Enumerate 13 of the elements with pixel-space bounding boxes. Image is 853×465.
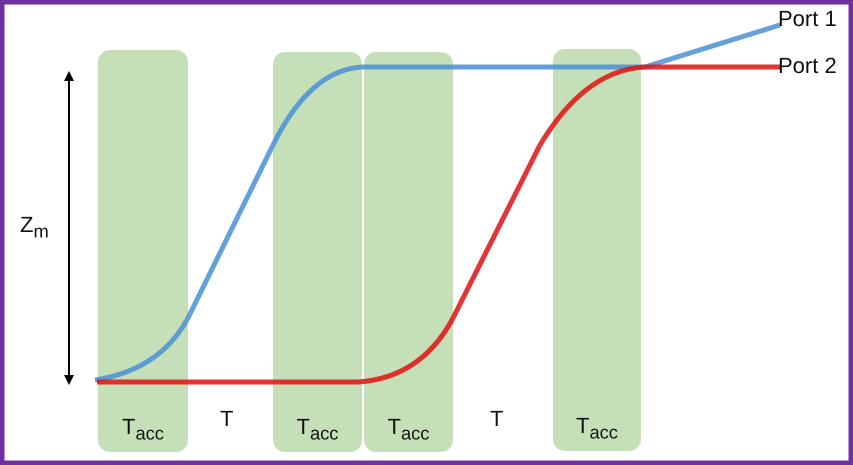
interval-label: T$_{acc}$: [575, 412, 619, 443]
port-label: Port 2: [778, 53, 837, 79]
interval-label: T: [490, 406, 504, 432]
time-band: [553, 49, 641, 451]
interval-label: T: [220, 406, 234, 432]
time-band: [273, 52, 362, 452]
interval-label: T$_{acc}$: [121, 414, 165, 444]
dimension-label: Z$_{m}$: [20, 212, 49, 242]
interval-label: T$_{acc}$: [296, 414, 340, 444]
time-band: [98, 50, 188, 452]
time-band: [364, 52, 453, 452]
port-label: Port 1: [778, 6, 837, 32]
interval-label: T$_{acc}$: [386, 414, 430, 444]
